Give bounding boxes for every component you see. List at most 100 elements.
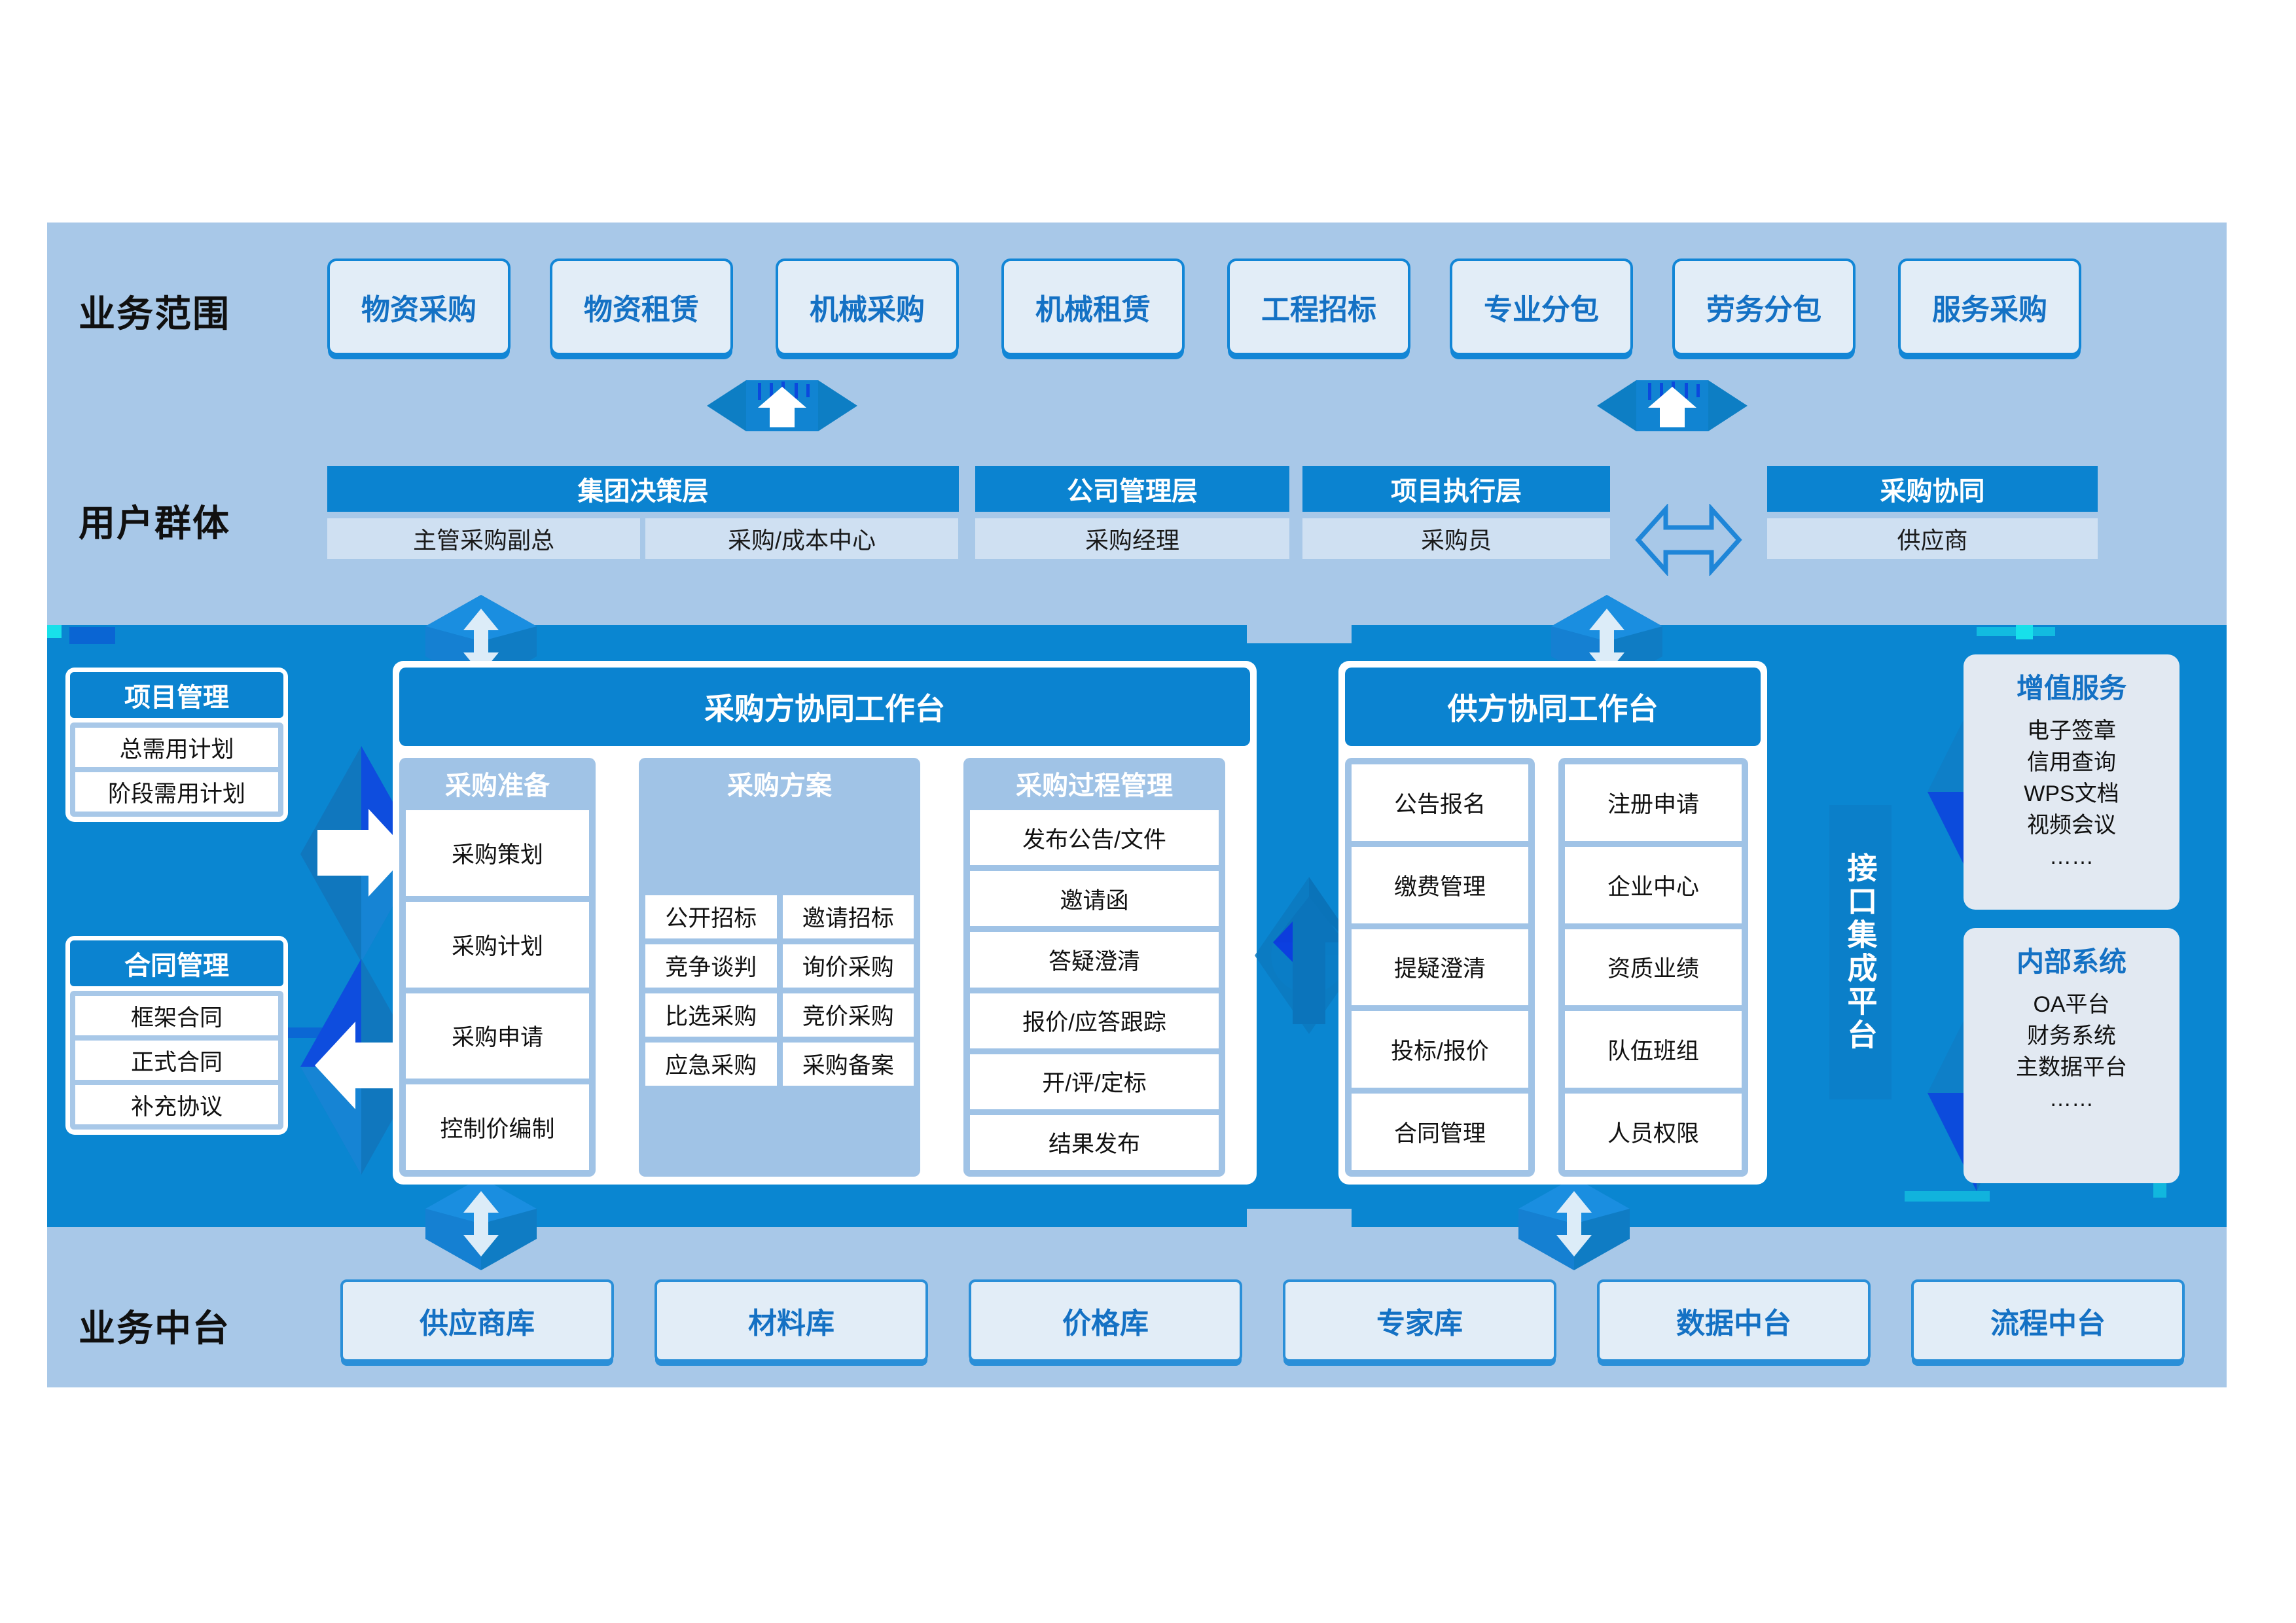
workbench-item[interactable]: 采购申请 [406, 993, 589, 1079]
workbench-group-items: 注册申请企业中心资质业绩队伍班组人员权限 [1565, 764, 1742, 1170]
left-module-item[interactable]: 阶段需用计划 [75, 772, 278, 812]
workbench-group: 采购方案公开招标邀请招标竞争谈判询价采购比选采购竞价采购应急采购采购备案 [639, 758, 920, 1177]
user-group-role[interactable]: 供应商 [1767, 518, 2098, 559]
left-module-item[interactable]: 正式合同 [75, 1041, 278, 1080]
workbench-item[interactable]: 采购计划 [406, 901, 589, 988]
right-service-item[interactable]: …… [2049, 844, 2094, 869]
workbench-item[interactable]: 竞争谈判 [645, 944, 777, 988]
right-service-item[interactable]: 信用查询 [2026, 750, 2116, 775]
workbench-item[interactable]: 发布公告/文件 [970, 810, 1219, 866]
business-scope-chip[interactable]: 服务采购 [1898, 259, 2081, 355]
band-notch-top [1247, 625, 1352, 643]
workbench-item[interactable]: 结果发布 [970, 1115, 1219, 1171]
workbench-item[interactable]: 投标/报价 [1352, 1011, 1528, 1088]
workbench-item[interactable]: 开/评/定标 [970, 1054, 1219, 1109]
integration-platform-strip: 接口集成平台 [1829, 805, 1892, 1099]
business-scope-chip[interactable]: 机械租赁 [1001, 259, 1185, 355]
workbench-item[interactable]: 提疑澄清 [1352, 929, 1528, 1006]
workbench-group-title: 采购准备 [445, 772, 550, 800]
workbench-item[interactable]: 应急采购 [645, 1042, 777, 1086]
right-service-card: 内部系统 OA平台财务系统主数据平台 …… [1964, 928, 2179, 1183]
right-service-title: 内部系统 [2016, 946, 2126, 977]
business-scope-chip[interactable]: 劳务分包 [1672, 259, 1856, 355]
workbench-item[interactable]: 合同管理 [1352, 1094, 1528, 1170]
buyer-collaboration-workbench: 采购方协同工作台 采购准备采购策划采购计划采购申请控制价编制采购方案公开招标邀请… [393, 661, 1257, 1185]
middle-platform-chip[interactable]: 流程中台 [1911, 1279, 2185, 1362]
user-group-role[interactable]: 采购经理 [975, 518, 1289, 559]
right-service-item[interactable]: 主数据平台 [2016, 1055, 2127, 1080]
user-group-header: 采购协同 [1767, 466, 2098, 512]
right-service-item[interactable]: WPS文档 [2024, 781, 2119, 806]
user-group-role[interactable]: 采购员 [1302, 518, 1610, 559]
left-module-item[interactable]: 框架合同 [75, 996, 278, 1035]
right-service-item[interactable]: …… [2049, 1086, 2094, 1111]
right-service-item[interactable]: 电子签章 [2026, 719, 2116, 743]
workbench-group-title: 采购方案 [727, 772, 832, 800]
left-module-item[interactable]: 补充协议 [75, 1085, 278, 1124]
right-service-list: OA平台财务系统主数据平台 …… [2016, 989, 2127, 1115]
workbench-item[interactable]: 人员权限 [1565, 1094, 1742, 1170]
business-scope-chip[interactable]: 专业分包 [1450, 259, 1633, 355]
workbench-item[interactable]: 邀请招标 [782, 895, 914, 938]
middle-platform-chip[interactable]: 专家库 [1283, 1279, 1556, 1362]
middle-platform-chip[interactable]: 价格库 [969, 1279, 1242, 1362]
workbench-item[interactable]: 比选采购 [645, 993, 777, 1037]
accent-fleck [1905, 1191, 1990, 1202]
row-label-business-scope: 业务范围 [79, 293, 230, 334]
buyer-workbench-title: 采购方协同工作台 [399, 668, 1250, 746]
user-group-role[interactable]: 主管采购副总 [327, 518, 640, 559]
vertical-double-arrow-bottom-left [425, 1177, 537, 1270]
workbench-item-row: 应急采购采购备案 [645, 1042, 914, 1086]
left-module-item[interactable]: 总需用计划 [75, 728, 278, 767]
user-group-header: 集团决策层 [327, 466, 959, 512]
workbench-item[interactable]: 公告报名 [1352, 764, 1528, 841]
right-service-item[interactable]: 视频会议 [2026, 813, 2116, 838]
right-service-item[interactable]: OA平台 [2033, 992, 2110, 1017]
workbench-group-items: 公告报名缴费管理提疑澄清投标/报价合同管理 [1352, 764, 1528, 1170]
bidirectional-arrow-icon [1635, 504, 1742, 576]
integration-platform-label: 接口集成平台 [1843, 852, 1878, 1052]
band-notch-bottom [1247, 1209, 1352, 1227]
business-scope-chip[interactable]: 工程招标 [1227, 259, 1410, 355]
workbench-group-items: 公开招标邀请招标竞争谈判询价采购比选采购竞价采购应急采购采购备案 [645, 810, 914, 1170]
workbench-item[interactable]: 队伍班组 [1565, 1011, 1742, 1088]
business-scope-chip[interactable]: 机械采购 [776, 259, 959, 355]
left-module-card: 合同管理框架合同正式合同补充协议 [65, 936, 288, 1135]
accent-fleck [288, 1027, 327, 1038]
middle-platform-chip[interactable]: 数据中台 [1597, 1279, 1871, 1362]
workbench-item[interactable]: 控制价编制 [406, 1084, 589, 1170]
workbench-item[interactable]: 询价采购 [782, 944, 914, 988]
workbench-item[interactable]: 缴费管理 [1352, 846, 1528, 923]
left-arrow-diamond-icon [300, 959, 422, 1175]
workbench-item[interactable]: 答疑澄清 [970, 932, 1219, 988]
workbench-item[interactable]: 企业中心 [1565, 846, 1742, 923]
workbench-item[interactable]: 公开招标 [645, 895, 777, 938]
workbench-item[interactable]: 注册申请 [1565, 764, 1742, 841]
right-service-list: 电子签章信用查询 WPS文档视频会议 …… [2024, 715, 2119, 872]
middle-platform-chip[interactable]: 供应商库 [340, 1279, 614, 1362]
supplier-collaboration-workbench: 供方协同工作台 公告报名缴费管理提疑澄清投标/报价合同管理注册申请企业中心资质业… [1338, 661, 1767, 1185]
workbench-item[interactable]: 采购策划 [406, 810, 589, 896]
business-scope-chip[interactable]: 物资租赁 [550, 259, 733, 355]
user-group-header: 公司管理层 [975, 466, 1289, 512]
vertical-double-arrow-bottom-right [1518, 1177, 1630, 1270]
left-module-items: 总需用计划阶段需用计划 [70, 722, 283, 817]
workbench-group: 注册申请企业中心资质业绩队伍班组人员权限 [1558, 758, 1748, 1177]
workbench-item-row: 竞争谈判询价采购 [645, 944, 914, 988]
workbench-item[interactable]: 报价/应答跟踪 [970, 993, 1219, 1048]
left-module-title: 合同管理 [70, 940, 283, 986]
middle-platform-chip[interactable]: 材料库 [655, 1279, 928, 1362]
workbench-item[interactable]: 竞价采购 [782, 993, 914, 1037]
user-group-role[interactable]: 采购/成本中心 [645, 518, 958, 559]
workbench-item[interactable]: 资质业绩 [1565, 929, 1742, 1006]
workbench-item-row: 公开招标邀请招标 [645, 895, 914, 938]
business-scope-chip[interactable]: 物资采购 [327, 259, 511, 355]
row-label-user-group: 用户群体 [79, 503, 230, 544]
workbench-item[interactable]: 采购备案 [782, 1042, 914, 1086]
workbench-item[interactable]: 邀请函 [970, 871, 1219, 927]
right-service-card: 增值服务电子签章信用查询 WPS文档视频会议 …… [1964, 654, 2179, 910]
right-service-title: 增值服务 [2016, 673, 2126, 704]
workbench-item-row: 比选采购竞价采购 [645, 993, 914, 1037]
right-service-item[interactable]: 财务系统 [2027, 1024, 2116, 1048]
